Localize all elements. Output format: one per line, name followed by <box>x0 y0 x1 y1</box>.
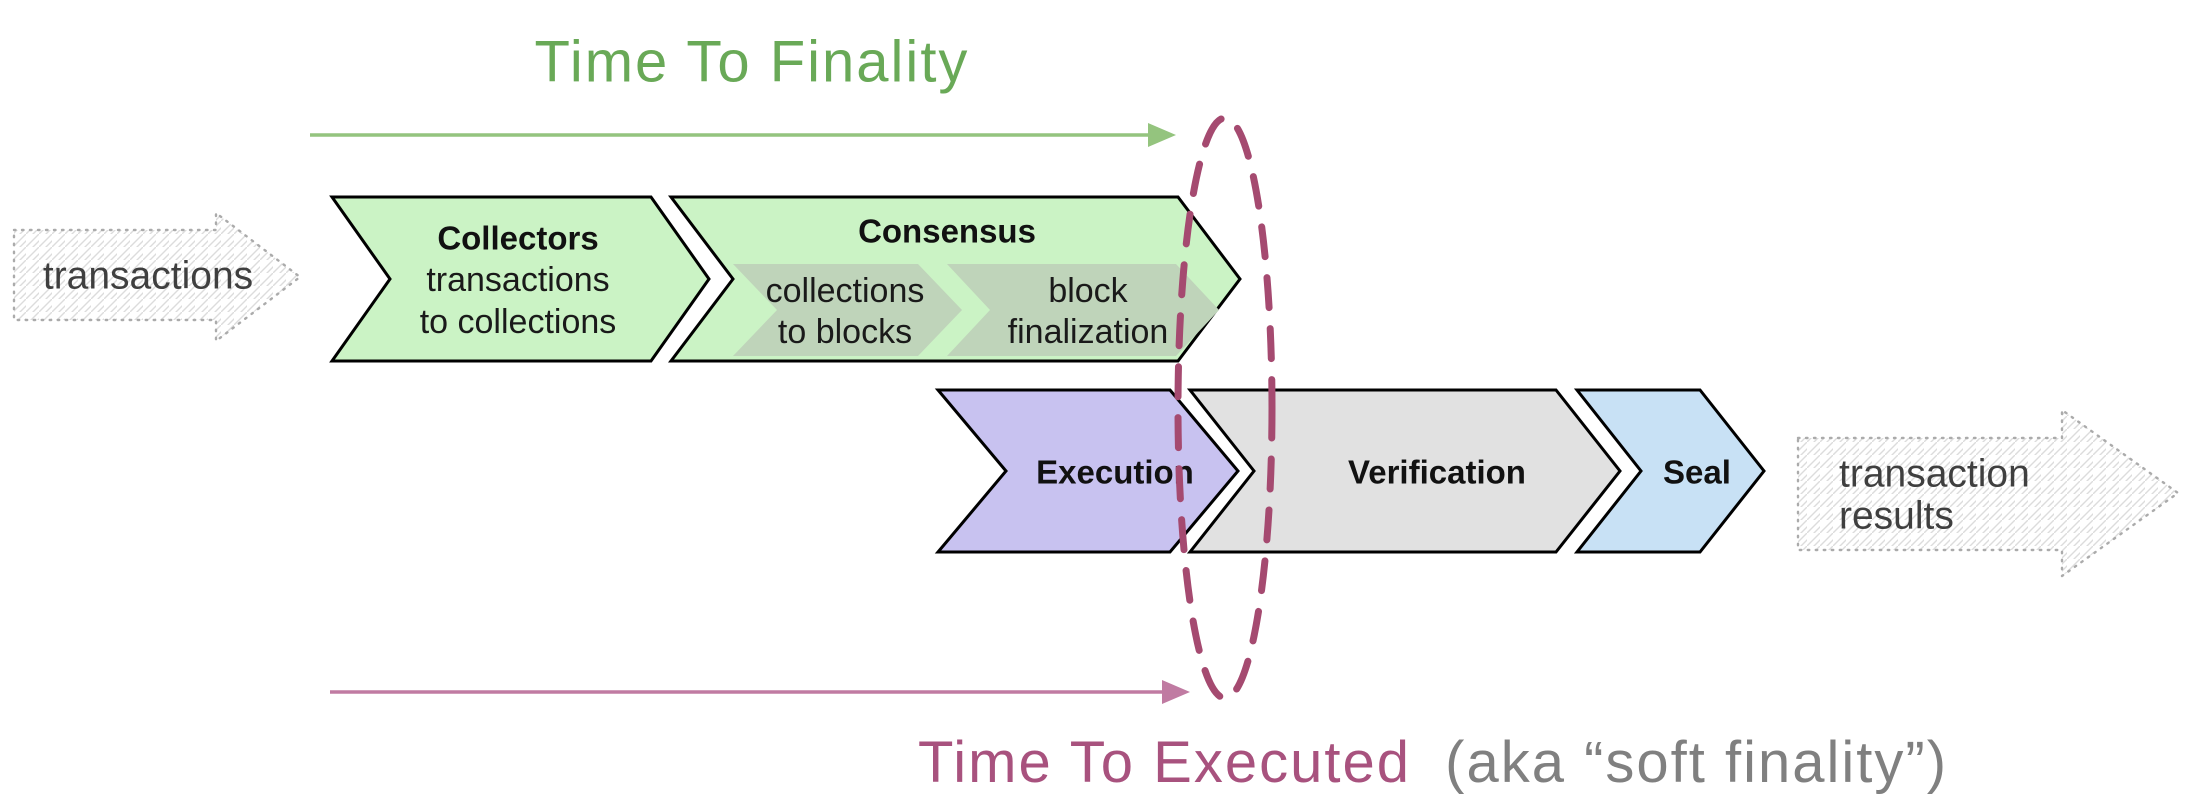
transactions-input-arrow: transactions <box>12 211 302 343</box>
time-to-executed-text: Time To Executed <box>918 730 1411 795</box>
block-finalization-subchevron <box>947 264 1219 356</box>
finality-arrow <box>310 123 1176 147</box>
executed-arrowhead <box>1162 680 1190 704</box>
seal-shape <box>1573 388 1766 554</box>
seal-chevron: Seal <box>1573 388 1766 554</box>
collectors-line2: to collections <box>420 303 617 341</box>
transactions-arrow-shape <box>12 211 302 343</box>
transactions-arrow-label: transactions <box>43 255 253 298</box>
collectors-shape <box>329 195 711 363</box>
block-finalization-line2: finalization <box>1008 313 1169 351</box>
collectors-title: Collectors <box>437 220 598 257</box>
execution-chevron: Execution <box>934 388 1240 554</box>
verification-shape <box>1186 388 1622 554</box>
transaction-results-line2: results <box>1839 495 1954 538</box>
collections-to-blocks-subchevron <box>733 264 962 356</box>
block-finalization-line1: block <box>1048 272 1128 310</box>
consensus-chevron: Consensus collections to blocks block fi… <box>667 195 1242 363</box>
collections-to-blocks-line2: to blocks <box>778 313 912 351</box>
execution-title: Execution <box>1036 454 1194 491</box>
execution-shape <box>934 388 1240 554</box>
transaction-results-line1: transaction <box>1839 453 2030 496</box>
verification-title: Verification <box>1348 454 1526 491</box>
time-to-finality-label: Time To Finality <box>535 30 970 95</box>
collectors-line1: transactions <box>426 261 609 299</box>
collections-to-blocks-line1: collections <box>766 272 925 310</box>
executed-arrow <box>330 680 1190 704</box>
verification-chevron: Verification <box>1186 388 1622 554</box>
transaction-results-arrow: transaction results <box>1796 408 2180 578</box>
soft-finality-ellipse <box>1174 114 1276 702</box>
consensus-title: Consensus <box>858 213 1036 250</box>
time-to-executed-label: Time To Executed (aka “soft finality”) <box>918 730 1948 795</box>
finality-arrowhead <box>1148 123 1176 147</box>
transaction-results-arrow-shape <box>1796 408 2180 578</box>
seal-title: Seal <box>1663 454 1731 491</box>
soft-finality-suffix-text: (aka “soft finality”) <box>1445 730 1948 795</box>
collectors-chevron: Collectors transactions to collections <box>329 195 711 363</box>
